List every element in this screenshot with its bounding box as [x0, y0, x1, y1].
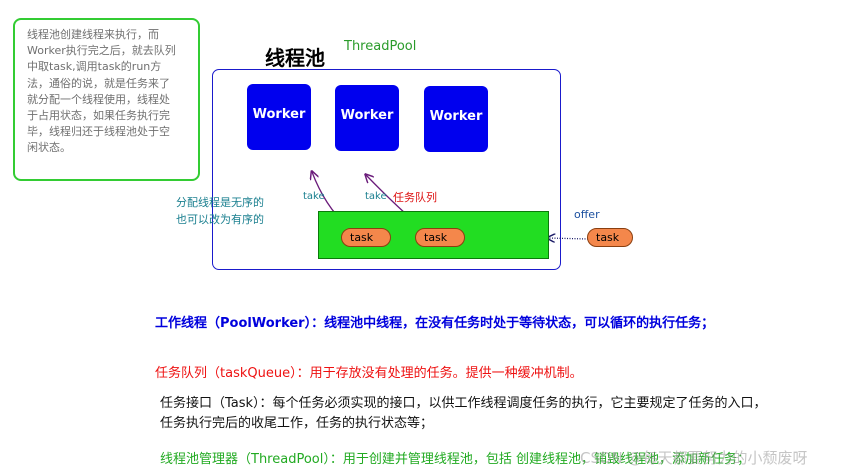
take-label-1: take: [303, 191, 325, 202]
assign-note-line2: 也可以改为有序的: [176, 213, 264, 226]
worker-2: Worker: [335, 85, 399, 151]
pool-title: 线程池: [265, 46, 325, 70]
worker-1: Worker: [247, 84, 311, 150]
assign-note-line1: 分配线程是无序的: [176, 196, 264, 209]
desc-pool: 线程池管理器（ThreadPool）：用于创建并管理线程池，包括 创建线程池，销…: [160, 452, 750, 467]
pool-subtitle: ThreadPool: [344, 39, 417, 54]
watermark: CSDN @每天都要努力的小颓废呀: [580, 449, 808, 467]
desc-task: 任务接口（Task）：每个任务必须实现的接口，以供工作线程调度任务的执行，它主要…: [160, 396, 767, 431]
queue-label: 任务队列: [393, 191, 437, 204]
desc-queue: 任务队列（taskQueue）：用于存放没有处理的任务。提供一种缓冲机制。: [155, 366, 583, 381]
incoming-task: task: [587, 228, 633, 247]
worker-3: Worker: [424, 86, 488, 152]
queue-task-2: task: [415, 228, 465, 247]
desc-worker: 工作线程（PoolWorker）：线程池中线程，在没有任务时处于等待状态，可以循…: [155, 316, 715, 331]
thread-pool-box: [212, 69, 561, 270]
take-label-2: take: [365, 191, 387, 202]
offer-arrow: [548, 238, 589, 239]
queue-task-1: task: [341, 228, 391, 247]
offer-label: offer: [574, 208, 600, 221]
note-box: [13, 18, 200, 181]
note-text: 线程池创建线程来执行，而Worker执行完之后，就去队列中取task,调用tas…: [27, 28, 176, 155]
assign-note: 分配线程是无序的 也可以改为有序的: [176, 194, 264, 228]
